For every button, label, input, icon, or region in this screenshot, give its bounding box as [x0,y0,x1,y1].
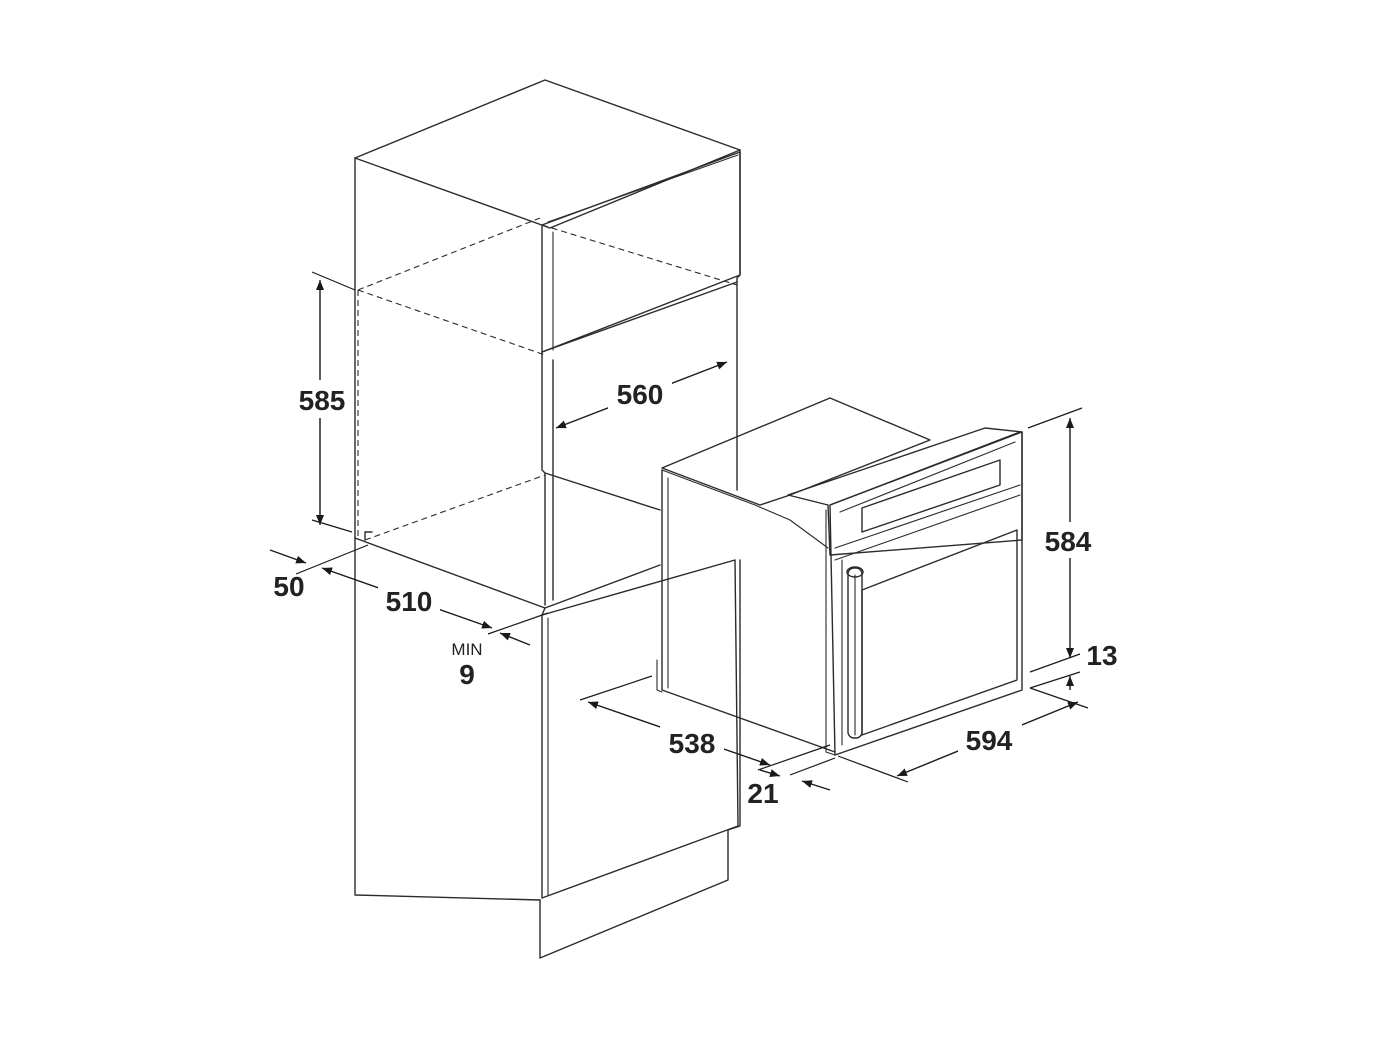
oven [656,397,1023,756]
dim-label-50: 50 [273,571,304,602]
cabinet-plinth [539,559,741,959]
dim-label-9: 9 [459,659,475,690]
dim-label-510: 510 [386,586,433,617]
tall-cabinet [354,79,741,959]
oven-front [829,431,1023,756]
dim-label-560: 560 [617,379,664,410]
oven-side [661,469,836,753]
dim-label-21: 21 [747,778,778,809]
cabinet-top [354,79,741,229]
lower-door [541,559,739,899]
dim-label-585: 585 [299,385,346,416]
dim-label-min: MIN [451,640,482,659]
upper-door [541,151,741,353]
dimensions: 585 560 50 510 MIN 9 584 13 538 [269,271,1118,809]
dim-label-13: 13 [1086,640,1117,671]
dim-label-594: 594 [966,725,1013,756]
oven-handle [846,566,864,739]
control-display [861,459,1001,533]
oven-door-window [861,529,1018,736]
dim-label-538: 538 [669,728,716,759]
niche-hidden-edges [357,217,541,291]
oven-top [661,397,931,506]
dim-label-584: 584 [1045,526,1092,557]
cabinet-side [354,157,541,901]
